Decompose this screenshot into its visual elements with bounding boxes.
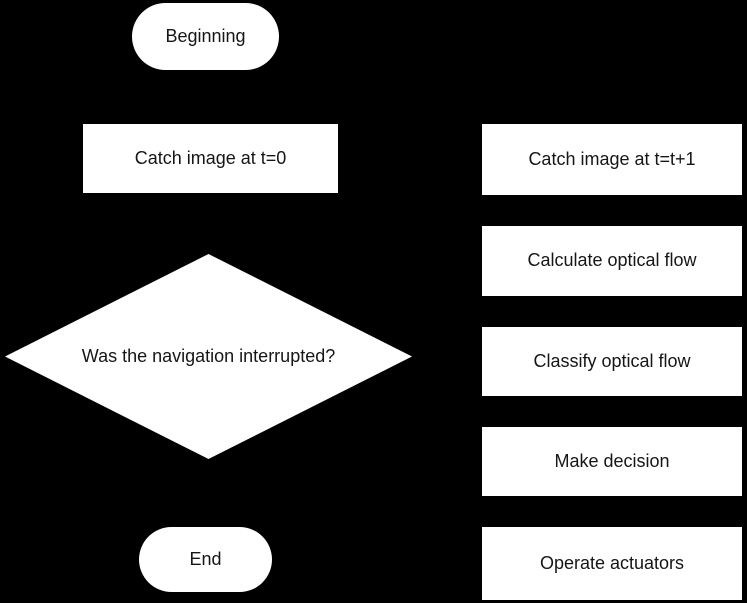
flowchart-node-operate-actuators: Operate actuators <box>482 527 742 600</box>
flowchart-node-catch-image-t1: Catch image at t=t+1 <box>482 124 742 195</box>
node-label-operate-actuators: Operate actuators <box>539 552 685 573</box>
node-label-classify-optical-flow: Classify optical flow <box>533 350 691 371</box>
node-label-navigation-interrupted: Was the navigation interrupted? <box>81 345 336 366</box>
node-label-catch-image-t1: Catch image at t=t+1 <box>528 148 696 169</box>
node-label-calculate-optical-flow: Calculate optical flow <box>527 250 697 271</box>
node-label-end: End <box>189 548 222 569</box>
flowchart-node-navigation-interrupted: Was the navigation interrupted? <box>5 254 412 459</box>
node-label-beginning: Beginning <box>165 25 246 46</box>
flowchart-node-beginning: Beginning <box>132 3 279 70</box>
flowchart-node-classify-optical-flow: Classify optical flow <box>482 327 742 396</box>
flowchart-node-catch-image-t0: Catch image at t=0 <box>83 124 338 193</box>
node-label-make-decision: Make decision <box>554 450 670 471</box>
node-label-catch-image-t0: Catch image at t=0 <box>134 147 287 168</box>
flowchart-node-make-decision: Make decision <box>482 427 742 496</box>
flowchart-node-calculate-optical-flow: Calculate optical flow <box>482 226 742 296</box>
flowchart-node-end: End <box>139 527 272 592</box>
